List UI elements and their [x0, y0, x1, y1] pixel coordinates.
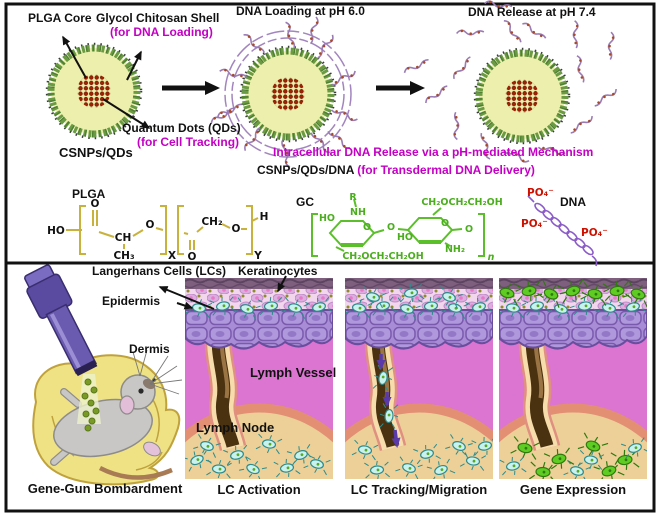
svg-text:Y: Y — [253, 250, 262, 262]
svg-text:CH₂: CH₂ — [201, 216, 222, 228]
shell-label: Glycol Chitosan Shell — [96, 11, 220, 25]
panel-1-caption: LC Activation — [217, 482, 301, 497]
delivery-caption-name: CSNPs/QDs/DNA — [257, 163, 354, 177]
gc-structure: R NH CH₂OCH₂CH₂OH HO O O HO O O NH₂ CH₂O… — [311, 192, 503, 263]
plga-title: PLGA — [72, 187, 106, 201]
svg-text:NH₂: NH₂ — [445, 244, 465, 255]
svg-text:H: H — [260, 211, 269, 223]
gene-gun-illustration — [24, 264, 101, 432]
csnps-label: CSNPs/QDs — [59, 145, 133, 160]
svg-text:CH₂OCH₂CH₂OH: CH₂OCH₂CH₂OH — [342, 251, 423, 262]
annotation-arrows-skin — [158, 275, 287, 310]
svg-text:O: O — [441, 218, 449, 229]
po4-label-2: PO₄⁻ — [521, 218, 548, 230]
svg-text:R: R — [349, 192, 357, 203]
arrow-step-1 — [162, 81, 220, 95]
svg-text:O: O — [387, 222, 395, 233]
nanoparticle-loaded — [208, 16, 359, 169]
svg-text:O: O — [146, 219, 155, 231]
panel-3-caption: Gene Expression — [519, 482, 627, 497]
svg-text:HO: HO — [47, 225, 65, 237]
po4-label-1: PO₄⁻ — [527, 187, 554, 199]
keratinocytes-label: Keratinocytes — [238, 264, 318, 278]
qd-label: Quantum Dots (QDs) — [122, 121, 241, 135]
shell-sub-label: (for DNA Loading) — [110, 25, 213, 39]
plga-structure: HO O CH CH₃ O X O CH₂ O Y H — [47, 198, 268, 263]
svg-text:n: n — [488, 252, 495, 263]
svg-text:O: O — [188, 251, 197, 263]
svg-text:O: O — [232, 223, 241, 235]
panel-2-caption: LC Tracking/Migration — [350, 482, 488, 497]
svg-text:HO: HO — [319, 213, 335, 224]
svg-text:CH: CH — [115, 232, 132, 244]
po4-label-3: PO₄⁻ — [581, 227, 608, 239]
svg-text:O: O — [363, 222, 371, 233]
gene-particles — [81, 378, 100, 432]
langerhans-label: Langerhans Cells (LCs) — [92, 264, 227, 278]
gc-title: GC — [296, 195, 314, 209]
dna-title: DNA — [560, 195, 586, 209]
delivery-caption-purpose: (for Transdermal DNA Delivery) — [353, 163, 535, 177]
lymph-node-label: Lymph Node — [196, 420, 275, 435]
skin-panel-2 — [289, 278, 549, 516]
annotation-arrows-particle1 — [62, 35, 151, 129]
lymph-vessel-label: Lymph Vessel — [250, 365, 337, 380]
arrow-step-2 — [376, 81, 425, 95]
gene-gun-caption: Gene-Gun Bombardment — [27, 481, 183, 496]
release-caption: Intracellular DNA Release via a pH-media… — [273, 145, 594, 159]
svg-text:HO: HO — [397, 232, 413, 243]
svg-text:O: O — [465, 224, 473, 235]
svg-text:NH: NH — [350, 207, 366, 218]
svg-text:CH₃: CH₃ — [113, 250, 134, 262]
dermis-label: Dermis — [129, 342, 170, 356]
dna-structure — [527, 195, 598, 267]
svg-text:CH₂OCH₂CH₂OH: CH₂OCH₂CH₂OH — [421, 197, 502, 208]
release-title: DNA Release at pH 7.4 — [468, 5, 596, 19]
delivery-caption: CSNPs/QDs/DNA (for Transdermal DNA Deliv… — [257, 164, 535, 177]
epidermis-label: Epidermis — [102, 294, 161, 308]
loading-title: DNA Loading at pH 6.0 — [236, 4, 365, 18]
qd-sub-label: (for Cell Tracking) — [137, 135, 240, 149]
migration-arrows — [376, 354, 401, 448]
svg-text:X: X — [168, 250, 176, 262]
plga-core-label: PLGA Core — [28, 11, 92, 25]
svg-text:O: O — [91, 198, 100, 210]
